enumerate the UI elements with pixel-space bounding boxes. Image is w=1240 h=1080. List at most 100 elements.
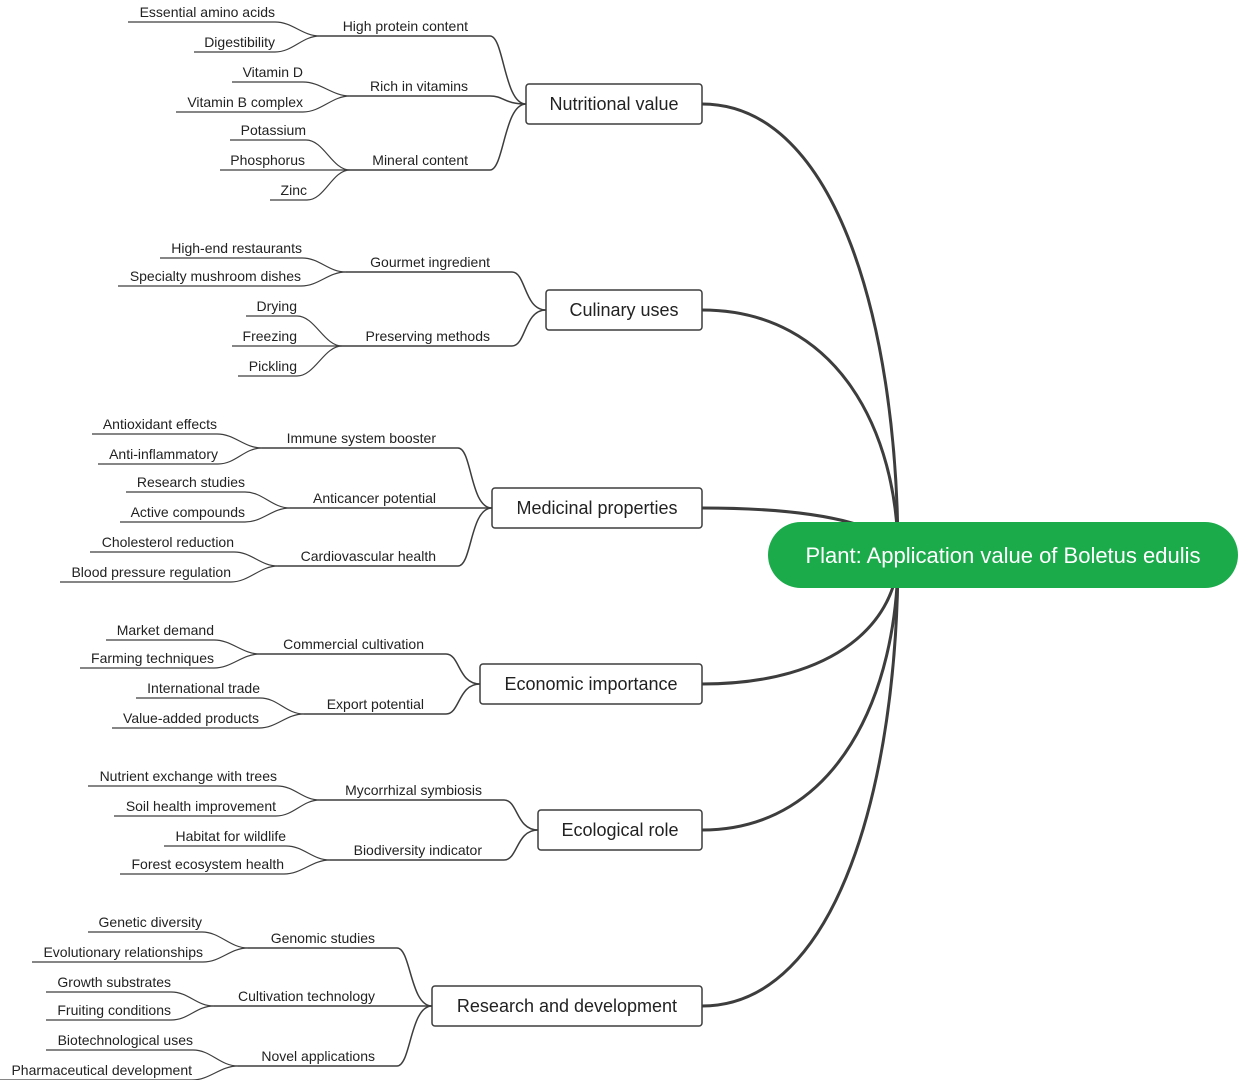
sub-connector-biodiversity-indicator bbox=[330, 829, 539, 861]
leaf-connector-nutrient-exchange-with-trees bbox=[88, 785, 321, 801]
leaf-connector-research-studies bbox=[126, 491, 291, 509]
branch-connector-ecological-role bbox=[701, 554, 900, 832]
leaf-market-demand: Market demand bbox=[117, 622, 214, 638]
leaf-freezing: Freezing bbox=[243, 328, 297, 344]
sub-topic-commercial-cultivation: Commercial cultivation bbox=[283, 636, 424, 652]
leaf-international-trade: International trade bbox=[147, 680, 260, 696]
leaf-research-studies: Research studies bbox=[137, 474, 245, 490]
leaf-connector-vitamin-b-complex bbox=[176, 95, 351, 113]
leaf-value-added-products: Value-added products bbox=[123, 710, 259, 726]
sub-topic-novel-applications: Novel applications bbox=[261, 1048, 375, 1064]
leaf-blood-pressure-regulation: Blood pressure regulation bbox=[71, 564, 231, 580]
leaf-connector-value-added-products bbox=[112, 713, 305, 729]
sub-connector-preserving-methods bbox=[342, 309, 547, 347]
leaf-connector-zinc bbox=[270, 169, 351, 201]
leaf-connector-specialty-mushroom-dishes bbox=[118, 271, 347, 287]
sub-connector-high-protein-content bbox=[320, 35, 527, 105]
branch-connector-research-and-development bbox=[701, 554, 900, 1008]
leaf-connector-anti-inflammatory bbox=[98, 447, 263, 465]
leaf-anti-inflammatory: Anti-inflammatory bbox=[109, 446, 218, 462]
leaf-pickling: Pickling bbox=[249, 358, 297, 374]
sub-topic-preserving-methods: Preserving methods bbox=[365, 328, 490, 344]
leaf-connector-active-compounds bbox=[120, 507, 291, 523]
branch-box bbox=[537, 809, 703, 851]
leaf-connector-biotechnological-uses bbox=[46, 1049, 239, 1067]
sub-connector-mineral-content bbox=[350, 103, 527, 171]
leaf-connector-soil-health-improvement bbox=[114, 799, 321, 817]
leaf-connector-digestibility bbox=[194, 35, 321, 53]
leaf-habitat-for-wildlife: Habitat for wildlife bbox=[176, 828, 287, 844]
branch-node-ecological-role[interactable] bbox=[537, 809, 703, 851]
leaf-connector-antioxidant-effects bbox=[92, 433, 263, 449]
sub-connector-commercial-cultivation bbox=[260, 653, 481, 685]
leaf-connector-potassium bbox=[230, 139, 351, 171]
sub-connector-immune-system-booster bbox=[262, 447, 493, 509]
branch-box bbox=[545, 289, 703, 331]
sub-topic-cardiovascular-health: Cardiovascular health bbox=[301, 548, 436, 564]
leaf-connector-forest-ecosystem-health bbox=[120, 859, 331, 875]
leaf-biotechnological-uses: Biotechnological uses bbox=[58, 1032, 193, 1048]
leaf-pharmaceutical-development: Pharmaceutical development bbox=[11, 1062, 192, 1078]
leaf-digestibility: Digestibility bbox=[204, 34, 275, 50]
sub-topic-mycorrhizal-symbiosis: Mycorrhizal symbiosis bbox=[345, 782, 482, 798]
leaf-growth-substrates: Growth substrates bbox=[57, 974, 171, 990]
leaf-active-compounds: Active compounds bbox=[131, 504, 245, 520]
leaf-farming-techniques: Farming techniques bbox=[91, 650, 214, 666]
leaf-connector-growth-substrates bbox=[46, 991, 215, 1007]
leaf-vitamin-d: Vitamin D bbox=[243, 64, 303, 80]
connector-lines bbox=[0, 21, 900, 1080]
leaf-connector-fruiting-conditions bbox=[46, 1005, 215, 1021]
branch-connector-culinary-uses bbox=[701, 308, 900, 556]
sub-connector-cardiovascular-health bbox=[278, 507, 493, 567]
leaf-high-end-restaurants: High-end restaurants bbox=[171, 240, 302, 256]
leaf-antioxidant-effects: Antioxidant effects bbox=[103, 416, 217, 432]
leaf-connector-blood-pressure-regulation bbox=[60, 565, 279, 583]
branch-label-economic-importance: Economic importance bbox=[504, 674, 677, 694]
sub-topic-immune-system-booster: Immune system booster bbox=[287, 430, 437, 446]
leaf-connector-drying bbox=[246, 315, 343, 347]
root-pill bbox=[768, 522, 1238, 588]
leaf-zinc: Zinc bbox=[281, 182, 307, 198]
sub-topic-rich-in-vitamins: Rich in vitamins bbox=[370, 78, 468, 94]
leaf-connector-vitamin-d bbox=[232, 81, 351, 97]
branch-box bbox=[525, 83, 703, 125]
leaf-connector-farming-techniques bbox=[80, 653, 261, 669]
leaf-specialty-mushroom-dishes: Specialty mushroom dishes bbox=[130, 268, 301, 284]
sub-topic-cultivation-technology: Cultivation technology bbox=[238, 988, 375, 1004]
branch-node-economic-importance[interactable] bbox=[479, 663, 703, 705]
sub-topic-high-protein-content: High protein content bbox=[343, 18, 468, 34]
root-node[interactable] bbox=[768, 522, 1238, 588]
sub-connector-rich-in-vitamins bbox=[350, 95, 527, 105]
branch-node-culinary-uses[interactable] bbox=[545, 289, 703, 331]
branch-label-medicinal-properties: Medicinal properties bbox=[516, 498, 677, 518]
sub-topic-anticancer-potential: Anticancer potential bbox=[313, 490, 436, 506]
branch-label-culinary-uses: Culinary uses bbox=[569, 300, 678, 320]
leaf-essential-amino-acids: Essential amino acids bbox=[140, 4, 275, 20]
leaf-genetic-diversity: Genetic diversity bbox=[99, 914, 202, 930]
leaf-connector-evolutionary-relationships bbox=[32, 947, 249, 963]
leaf-potassium: Potassium bbox=[241, 122, 306, 138]
leaf-vitamin-b-complex: Vitamin B complex bbox=[187, 94, 303, 110]
sub-connector-export-potential bbox=[304, 683, 481, 715]
leaf-connector-habitat-for-wildlife bbox=[164, 845, 331, 861]
leaf-forest-ecosystem-health: Forest ecosystem health bbox=[131, 856, 284, 872]
leaf-cholesterol-reduction: Cholesterol reduction bbox=[102, 534, 234, 550]
sub-topic-export-potential: Export potential bbox=[327, 696, 424, 712]
sub-topic-mineral-content: Mineral content bbox=[372, 152, 468, 168]
branch-label-research-and-development: Research and development bbox=[457, 996, 677, 1016]
leaf-fruiting-conditions: Fruiting conditions bbox=[57, 1002, 171, 1018]
branch-node-medicinal-properties[interactable] bbox=[491, 487, 703, 529]
branch-node-research-and-development[interactable] bbox=[431, 985, 703, 1027]
leaf-connector-high-end-restaurants bbox=[160, 257, 347, 273]
leaf-connector-market-demand bbox=[106, 639, 261, 655]
sub-connector-mycorrhizal-symbiosis bbox=[320, 799, 539, 831]
leaf-evolutionary-relationships: Evolutionary relationships bbox=[43, 944, 203, 960]
sub-topic-gourmet-ingredient: Gourmet ingredient bbox=[370, 254, 490, 270]
leaf-connector-pickling bbox=[238, 345, 343, 377]
branch-connector-nutritional-value bbox=[701, 102, 900, 556]
branch-node-nutritional-value[interactable] bbox=[525, 83, 703, 125]
sub-connector-novel-applications bbox=[238, 1005, 433, 1067]
leaf-connector-genetic-diversity bbox=[88, 931, 249, 949]
branch-box bbox=[491, 487, 703, 529]
